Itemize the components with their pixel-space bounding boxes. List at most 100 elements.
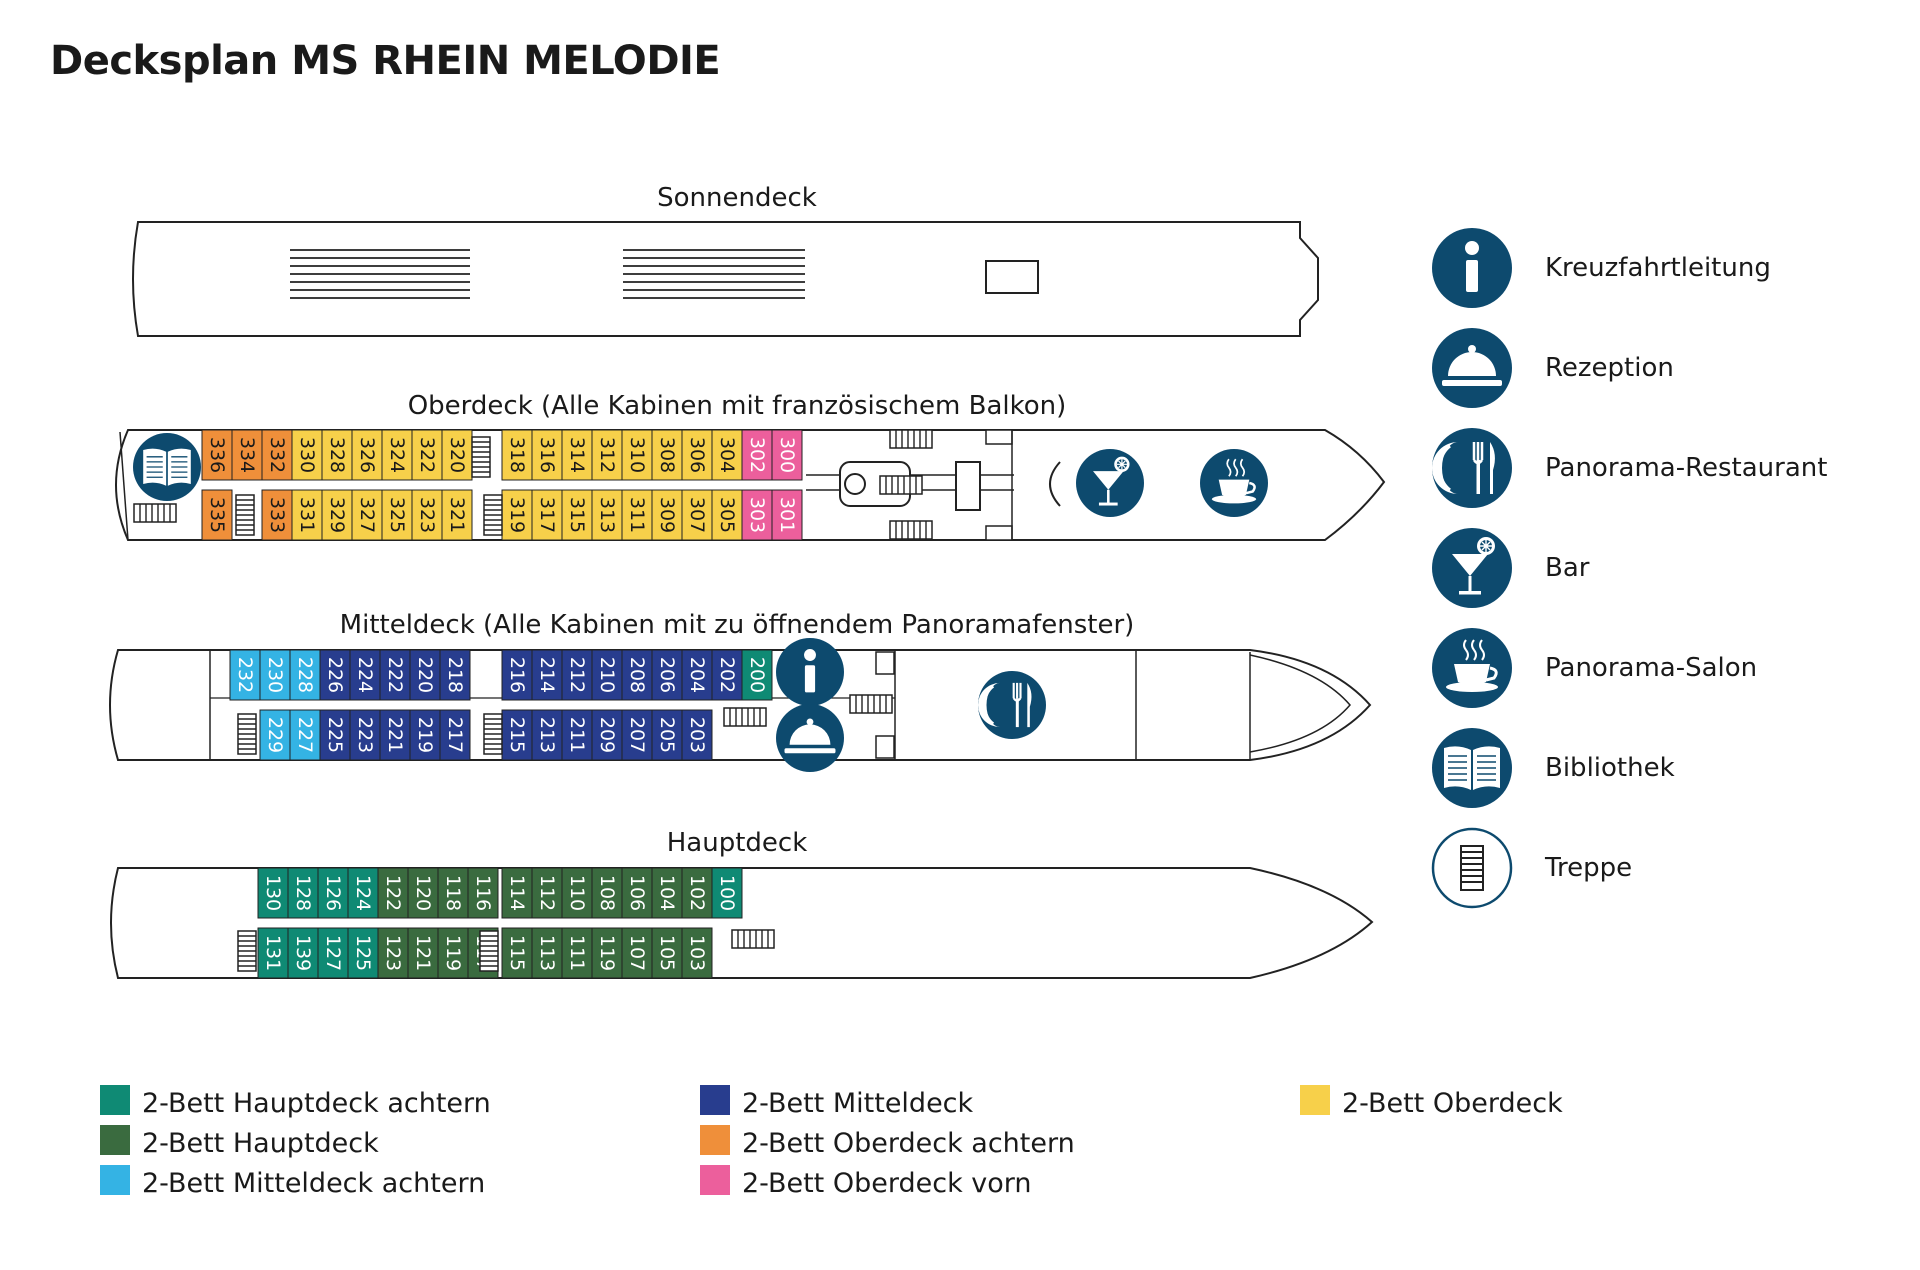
deck-label-mitteldeck: Mitteldeck (Alle Kabinen mit zu öffnende… bbox=[340, 610, 1135, 640]
deck-label-hauptdeck: Hauptdeck bbox=[667, 828, 808, 858]
cabin-121 bbox=[407, 927, 439, 979]
cabin-307 bbox=[681, 489, 713, 541]
cabin-107 bbox=[621, 927, 653, 979]
cabin-number: 330 bbox=[296, 437, 318, 473]
cabin-number: 322 bbox=[416, 437, 438, 473]
cabin-108 bbox=[591, 867, 623, 919]
cabin-number: 212 bbox=[566, 657, 588, 693]
cabin-number: 324 bbox=[386, 437, 408, 473]
cabin-number: 305 bbox=[716, 497, 738, 533]
cabin-number: 116 bbox=[472, 875, 494, 911]
cocktail-icon bbox=[1431, 527, 1513, 609]
cabin-number: 227 bbox=[294, 717, 316, 753]
cabin-number: 103 bbox=[686, 935, 708, 971]
cabin-103 bbox=[681, 927, 713, 979]
legend-label-bar: Bar bbox=[1545, 553, 1590, 583]
cocktail-icon bbox=[1075, 448, 1145, 518]
cabin-106 bbox=[621, 867, 653, 919]
cabin-number: 219 bbox=[414, 717, 436, 753]
cabin-131 bbox=[257, 927, 289, 979]
cabin-139 bbox=[287, 927, 319, 979]
cabin-number: 120 bbox=[412, 875, 434, 911]
cabin-number: 217 bbox=[444, 717, 466, 753]
cabin-322 bbox=[411, 429, 443, 481]
cabin-320 bbox=[441, 429, 473, 481]
cabin-213 bbox=[531, 709, 563, 761]
cabin-number: 223 bbox=[354, 717, 376, 753]
cabin-number: 206 bbox=[656, 657, 678, 693]
cabin-229 bbox=[259, 709, 291, 761]
cabin-number: 304 bbox=[716, 437, 738, 473]
cabin-305 bbox=[711, 489, 743, 541]
cabin-116 bbox=[467, 867, 499, 919]
cabin-321 bbox=[441, 489, 473, 541]
category-ober-vorn: 2-Bett Oberdeck vorn bbox=[700, 1164, 1032, 1199]
color-swatch bbox=[700, 1084, 730, 1115]
cabin-number: 329 bbox=[326, 497, 348, 533]
cabin-number: 333 bbox=[266, 497, 288, 533]
cabin-303 bbox=[741, 489, 773, 541]
cabin-212 bbox=[561, 649, 593, 701]
book-icon bbox=[1431, 727, 1513, 809]
color-swatch bbox=[700, 1164, 730, 1195]
cabin-number: 211 bbox=[566, 717, 588, 753]
category-ober-achtern: 2-Bett Oberdeck achtern bbox=[700, 1124, 1075, 1159]
cabin-312 bbox=[591, 429, 623, 481]
cabin-number: 108 bbox=[596, 875, 618, 911]
cabin-104 bbox=[651, 867, 683, 919]
cabin-number: 210 bbox=[596, 657, 618, 693]
deck-label-oberdeck: Oberdeck (Alle Kabinen mit französischem… bbox=[408, 391, 1067, 421]
cabin-number: 326 bbox=[356, 437, 378, 473]
coffee-cup-icon bbox=[1198, 447, 1270, 519]
cabin-number: 232 bbox=[234, 657, 256, 693]
cabin-number: 122 bbox=[382, 875, 404, 911]
cabin-314 bbox=[561, 429, 593, 481]
cabin-number: 220 bbox=[414, 657, 436, 693]
cabin-number: 336 bbox=[206, 437, 228, 473]
cabin-number: 317 bbox=[536, 497, 558, 533]
cabin-number: 226 bbox=[324, 657, 346, 693]
cabin-325 bbox=[381, 489, 413, 541]
cabin-number: 316 bbox=[536, 437, 558, 473]
cabin-number: 225 bbox=[324, 717, 346, 753]
cabin-number: 221 bbox=[384, 717, 406, 753]
cabin-308 bbox=[651, 429, 683, 481]
legend-label-bibliothek: Bibliothek bbox=[1545, 753, 1675, 783]
cabin-336 bbox=[201, 429, 233, 481]
cabin-number: 113 bbox=[536, 935, 558, 971]
cabin-317 bbox=[531, 489, 563, 541]
cabin-230 bbox=[259, 649, 291, 701]
cabin-216 bbox=[501, 649, 533, 701]
cabin-200 bbox=[741, 649, 773, 701]
cabin-311 bbox=[621, 489, 653, 541]
cabin-number: 321 bbox=[446, 497, 468, 533]
category-label: 2-Bett Oberdeck bbox=[1342, 1088, 1563, 1119]
coffee-cup-icon bbox=[1430, 626, 1514, 710]
cabin-number: 307 bbox=[686, 497, 708, 533]
cabin-318 bbox=[501, 429, 533, 481]
category-ober: 2-Bett Oberdeck bbox=[1300, 1084, 1563, 1119]
cabin-number: 106 bbox=[626, 875, 648, 911]
category-label: 2-Bett Mitteldeck achtern bbox=[142, 1168, 486, 1199]
cabin-number: 107 bbox=[626, 935, 648, 971]
cabin-number: 332 bbox=[266, 437, 288, 473]
cabin-226 bbox=[319, 649, 351, 701]
cabin-122 bbox=[377, 867, 409, 919]
info-icon bbox=[776, 638, 844, 706]
restaurant-icon bbox=[1430, 426, 1514, 510]
category-mittel: 2-Bett Mitteldeck bbox=[700, 1084, 973, 1119]
cabin-118 bbox=[437, 867, 469, 919]
cabin-302 bbox=[741, 429, 773, 481]
cabin-328 bbox=[321, 429, 353, 481]
cabin-number: 203 bbox=[686, 717, 708, 753]
cabin-number: 111 bbox=[566, 935, 588, 971]
cabin-327 bbox=[351, 489, 383, 541]
cabin-number: 302 bbox=[746, 437, 768, 473]
cabin-300 bbox=[771, 429, 803, 481]
cabin-number: 209 bbox=[596, 717, 618, 753]
cabin-315 bbox=[561, 489, 593, 541]
cabin-number: 331 bbox=[296, 497, 318, 533]
cabin-number: 112 bbox=[536, 875, 558, 911]
